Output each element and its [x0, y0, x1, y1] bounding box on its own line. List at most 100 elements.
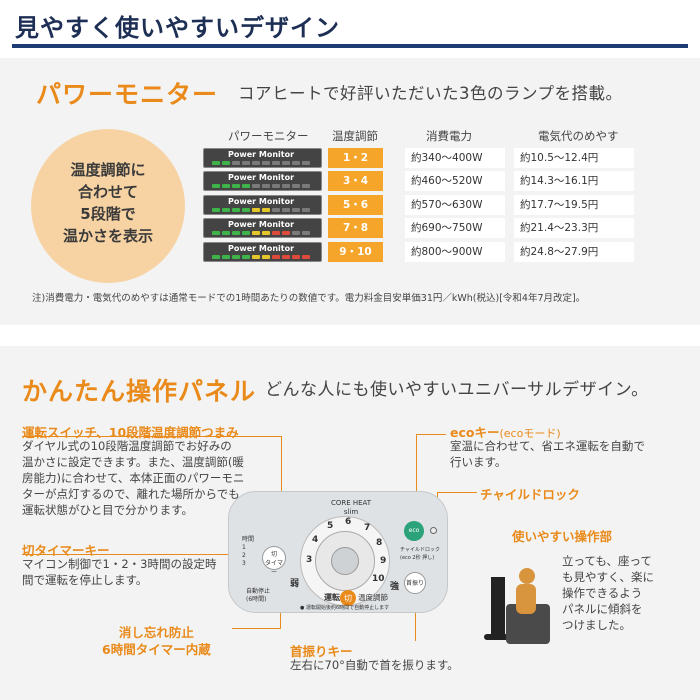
- lamp-indicator: [282, 184, 290, 188]
- power-monitor-label: Power Monitor: [228, 220, 295, 229]
- lamp-indicator: [222, 255, 230, 259]
- swing-button[interactable]: 首振り: [404, 572, 426, 594]
- dial-number: 8: [376, 538, 383, 548]
- dial-number: 7: [364, 523, 371, 533]
- dial-number: 10: [372, 574, 385, 584]
- lamp-indicator: [242, 231, 250, 235]
- weak-label: 弱: [290, 579, 300, 589]
- pointer-line: [281, 436, 282, 491]
- lamp-indicator: [302, 184, 310, 188]
- person-body: [516, 584, 536, 614]
- pointer-line: [22, 554, 252, 555]
- page-header: 見やすく使いやすいデザイン: [0, 0, 700, 48]
- lamp-indicator: [302, 161, 310, 165]
- pointer-line: [415, 611, 416, 641]
- lamp-indicator: [232, 208, 240, 212]
- lamp-indicator: [222, 161, 230, 165]
- lamp-indicator: [282, 231, 290, 235]
- lamp-indicator: [272, 184, 280, 188]
- feature-circle: 温度調節に 合わせて 5段階で 温かさを表示: [31, 129, 185, 283]
- safety-timer-label: 消し忘れ防止 6時間タイマー内蔵: [102, 625, 211, 657]
- child-lock-label: チャイルドロック: [480, 487, 580, 502]
- lamp-indicator: [252, 255, 260, 259]
- swing-description: 左右に70°自動で首を振ります。: [290, 658, 459, 672]
- lamp-indicator: [252, 161, 260, 165]
- auto-stop-note: ● 運転開始後約6時間で自動停止します: [300, 605, 390, 611]
- temp-level: 1・2: [328, 148, 383, 168]
- lamp-indicator: [242, 255, 250, 259]
- power-monitor-lead: コアヒートで好評いただいた3色のランプを搭載。: [238, 84, 623, 103]
- title-underline: [12, 44, 688, 48]
- lamp-indicator: [282, 208, 290, 212]
- lamp-indicator: [272, 208, 280, 212]
- lamp-indicator: [222, 184, 230, 188]
- lamp-indicator: [222, 231, 230, 235]
- power-value: 約460〜520W: [405, 171, 505, 191]
- column-header-power: 消費電力: [426, 129, 472, 143]
- column-header-cost: 電気代のめやす: [538, 129, 619, 143]
- lamp-indicator: [292, 161, 300, 165]
- auto-stop-label: 自動停止 (6時間): [246, 588, 271, 603]
- lamp-indicator: [292, 231, 300, 235]
- cost-value: 約10.5〜12.4円: [514, 148, 634, 168]
- control-panel-heading: かんたん操作パネル: [22, 377, 257, 406]
- eco-description: 室温に合わせて、省エネ運転を自動で 行います。: [450, 439, 645, 469]
- lamp-indicator: [232, 161, 240, 165]
- column-header-monitor: パワーモニター: [228, 129, 309, 143]
- lamp-indicator: [252, 231, 260, 235]
- eco-label: ecoキー(ecoモード): [450, 422, 561, 441]
- lamp-indicator: [292, 184, 300, 188]
- lamp-indicator: [252, 184, 260, 188]
- off-button[interactable]: 切: [340, 590, 356, 606]
- heater-base: [484, 634, 512, 640]
- lamp-indicator: [282, 161, 290, 165]
- power-monitor-heading: パワーモニター: [36, 80, 219, 109]
- power-monitor-graphic: Power Monitor: [203, 218, 322, 238]
- lamp-indicator: [302, 208, 310, 212]
- power-monitor-label: Power Monitor: [228, 197, 295, 206]
- power-monitor-graphic: Power Monitor: [203, 242, 322, 262]
- lamp-indicator: [272, 231, 280, 235]
- timer-button[interactable]: 切 タイマー: [262, 546, 286, 576]
- temp-level: 5・6: [328, 195, 383, 215]
- strong-label: 強: [390, 582, 400, 592]
- pointer-line: [232, 628, 281, 629]
- eco-button[interactable]: eco: [404, 521, 424, 541]
- lamp-indicator: [282, 255, 290, 259]
- lamp-indicator: [232, 255, 240, 259]
- temp-adjust-label: 温度調節: [358, 593, 388, 602]
- dial-knob[interactable]: [331, 547, 359, 575]
- cost-value: 約24.8〜27.9円: [514, 242, 634, 262]
- page-title: 見やすく使いやすいデザイン: [15, 14, 340, 42]
- easy-operation-description: 立っても、座って も見やすく、楽に 操作できるよう パネルに傾斜を つけました。: [562, 554, 654, 632]
- temp-level: 7・8: [328, 218, 383, 238]
- power-monitor-section: パワーモニター コアヒートで好評いただいた3色のランプを搭載。 温度調節に 合わ…: [0, 58, 700, 325]
- dial-number: 9: [380, 556, 387, 566]
- power-value: 約570〜630W: [405, 195, 505, 215]
- lamp-indicator: [272, 255, 280, 259]
- timer-hours: 時間 1 2 3: [242, 536, 255, 567]
- lamp-indicator: [212, 231, 220, 235]
- temp-level: 9・10: [328, 242, 383, 262]
- run-label: 運転: [324, 593, 340, 602]
- person-head: [519, 568, 535, 584]
- heater-illustration: [491, 577, 505, 637]
- dial-number: 6: [345, 517, 352, 527]
- lamp-indicator: [242, 184, 250, 188]
- control-panel-section: かんたん操作パネル どんな人にも使いやすいユニバーサルデザイン。 運転スイッチ、…: [0, 346, 700, 700]
- lamp-indicator: [232, 231, 240, 235]
- power-monitor-graphic: Power Monitor: [203, 171, 322, 191]
- lamp-indicator: [292, 208, 300, 212]
- lamp-indicator: [262, 208, 270, 212]
- timer-description: マイコン制御で1・2・3時間の設定時 間で運転を停止します。: [22, 557, 217, 587]
- cost-value: 約14.3〜16.1円: [514, 171, 634, 191]
- power-monitor-graphic: Power Monitor: [203, 148, 322, 168]
- pointer-line: [416, 434, 417, 516]
- lamp-indicator: [212, 208, 220, 212]
- brand-label: CORE HEAT slim: [330, 499, 372, 516]
